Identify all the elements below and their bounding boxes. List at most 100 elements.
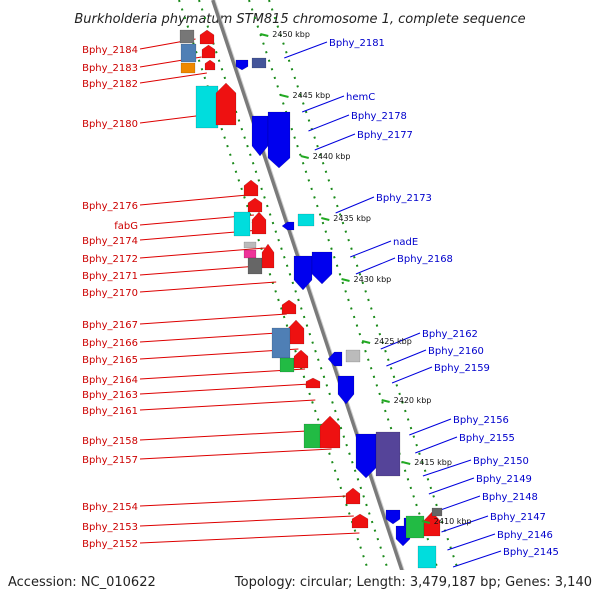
gene-label[interactable]: hemC xyxy=(346,92,375,103)
gene-label[interactable]: Bphy_2176 xyxy=(82,201,138,212)
gene-feature[interactable] xyxy=(311,251,333,285)
gene-feature[interactable] xyxy=(319,415,341,449)
gene-label[interactable]: Bphy_2165 xyxy=(82,355,138,366)
gene-feature[interactable] xyxy=(247,257,263,275)
gene-feature[interactable] xyxy=(251,57,267,69)
leader-line xyxy=(452,550,502,568)
scale-tick xyxy=(260,33,269,37)
gene-label[interactable]: Bphy_2178 xyxy=(351,111,407,122)
gene-label[interactable]: Bphy_2148 xyxy=(482,492,538,503)
gene-feature[interactable] xyxy=(235,59,249,71)
gene-label[interactable]: Bphy_2158 xyxy=(82,436,138,447)
gene-feature[interactable] xyxy=(243,241,257,249)
track-guide-line xyxy=(268,0,469,600)
gene-feature[interactable] xyxy=(251,211,267,235)
gene-feature[interactable] xyxy=(199,29,215,45)
gene-feature[interactable] xyxy=(385,509,401,525)
leader-line xyxy=(139,348,299,360)
gene-label[interactable]: fabG xyxy=(114,221,138,232)
gene-feature[interactable] xyxy=(375,431,401,477)
gene-label[interactable]: Bphy_2170 xyxy=(82,288,138,299)
gene-feature[interactable] xyxy=(355,433,377,479)
gene-label[interactable]: Bphy_2166 xyxy=(82,338,138,349)
gene-feature[interactable] xyxy=(405,515,425,539)
gene-feature[interactable] xyxy=(293,255,313,291)
gene-feature[interactable] xyxy=(281,299,297,315)
gene-feature[interactable] xyxy=(417,545,437,569)
gene-feature[interactable] xyxy=(345,487,361,505)
gene-feature[interactable] xyxy=(423,511,441,537)
kbp-label: 2425 kbp xyxy=(374,337,412,346)
gene-feature[interactable] xyxy=(327,351,343,367)
gene-feature[interactable] xyxy=(179,29,195,44)
kbp-label: 2430 kbp xyxy=(354,275,392,284)
gene-label[interactable]: Bphy_2181 xyxy=(329,38,385,49)
gene-label[interactable]: Bphy_2147 xyxy=(490,512,546,523)
gene-feature[interactable] xyxy=(305,377,321,389)
leader-line xyxy=(422,459,472,477)
gene-label[interactable]: Bphy_2145 xyxy=(503,547,559,558)
track-guide-line xyxy=(248,0,449,600)
gene-label[interactable]: Bphy_2167 xyxy=(82,320,138,331)
scale-tick xyxy=(341,278,350,282)
gene-label[interactable]: Bphy_2163 xyxy=(82,390,138,401)
leader-line xyxy=(415,436,458,454)
gene-label[interactable]: Bphy_2164 xyxy=(82,375,138,386)
gene-label[interactable]: Bphy_2174 xyxy=(82,236,138,247)
gene-feature[interactable] xyxy=(281,221,295,231)
gene-feature[interactable] xyxy=(297,213,315,227)
genome-summary: Topology: circular; Length: 3,479,187 bp… xyxy=(234,575,592,590)
gene-label[interactable]: Bphy_2155 xyxy=(459,433,515,444)
gene-feature[interactable] xyxy=(247,197,263,213)
gene-feature[interactable] xyxy=(287,319,305,345)
gene-label[interactable]: Bphy_2173 xyxy=(376,193,432,204)
gene-feature[interactable] xyxy=(195,85,219,129)
gene-feature[interactable] xyxy=(431,507,443,517)
gene-label[interactable]: Bphy_2177 xyxy=(357,130,413,141)
gene-feature[interactable] xyxy=(201,44,216,59)
gene-feature[interactable] xyxy=(243,249,257,259)
gene-label[interactable]: Bphy_2160 xyxy=(428,346,484,357)
gene-feature[interactable] xyxy=(243,179,259,197)
gene-label[interactable]: Bphy_2162 xyxy=(422,329,478,340)
leader-line xyxy=(139,247,265,259)
gene-label[interactable]: Bphy_2146 xyxy=(497,530,553,541)
gene-label[interactable]: Bphy_2157 xyxy=(82,455,138,466)
track-lines xyxy=(178,0,469,600)
gene-label[interactable]: Bphy_2172 xyxy=(82,254,138,265)
gene-label[interactable]: Bphy_2150 xyxy=(473,456,529,467)
gene-feature[interactable] xyxy=(345,349,361,363)
gene-feature[interactable] xyxy=(251,115,269,157)
gene-feature[interactable] xyxy=(279,357,295,373)
gene-feature[interactable] xyxy=(261,243,275,269)
gene-feature[interactable] xyxy=(293,349,309,369)
gene-feature[interactable] xyxy=(180,43,197,63)
gene-label[interactable]: Bphy_2152 xyxy=(82,539,138,550)
gene-feature[interactable] xyxy=(215,82,237,126)
gene-label[interactable]: Bphy_2183 xyxy=(82,63,138,74)
leader-lines xyxy=(139,38,502,568)
gene-feature[interactable] xyxy=(271,327,291,359)
leader-line xyxy=(308,114,350,132)
gene-feature[interactable] xyxy=(351,513,369,529)
gene-feature[interactable] xyxy=(204,59,216,71)
gene-feature[interactable] xyxy=(303,423,323,449)
gene-label[interactable]: Bphy_2171 xyxy=(82,271,138,282)
gene-label[interactable]: Bphy_2156 xyxy=(453,415,509,426)
gene-label[interactable]: Bphy_2182 xyxy=(82,79,138,90)
gene-label[interactable]: Bphy_2168 xyxy=(397,254,453,265)
gene-label[interactable]: Bphy_2159 xyxy=(434,363,490,374)
gene-label[interactable]: Bphy_2184 xyxy=(82,45,138,56)
leader-line xyxy=(441,515,489,533)
gene-label[interactable]: nadE xyxy=(393,237,418,248)
gene-label[interactable]: Bphy_2154 xyxy=(82,502,138,513)
gene-label[interactable]: Bphy_2149 xyxy=(476,474,532,485)
gene-feature[interactable] xyxy=(180,62,196,74)
gene-feature[interactable] xyxy=(233,211,251,237)
gene-label[interactable]: Bphy_2153 xyxy=(82,522,138,533)
gene-feature[interactable] xyxy=(337,375,355,405)
gene-label[interactable]: Bphy_2180 xyxy=(82,119,138,130)
gene-label[interactable]: Bphy_2161 xyxy=(82,406,138,417)
gene-feature[interactable] xyxy=(267,111,291,169)
